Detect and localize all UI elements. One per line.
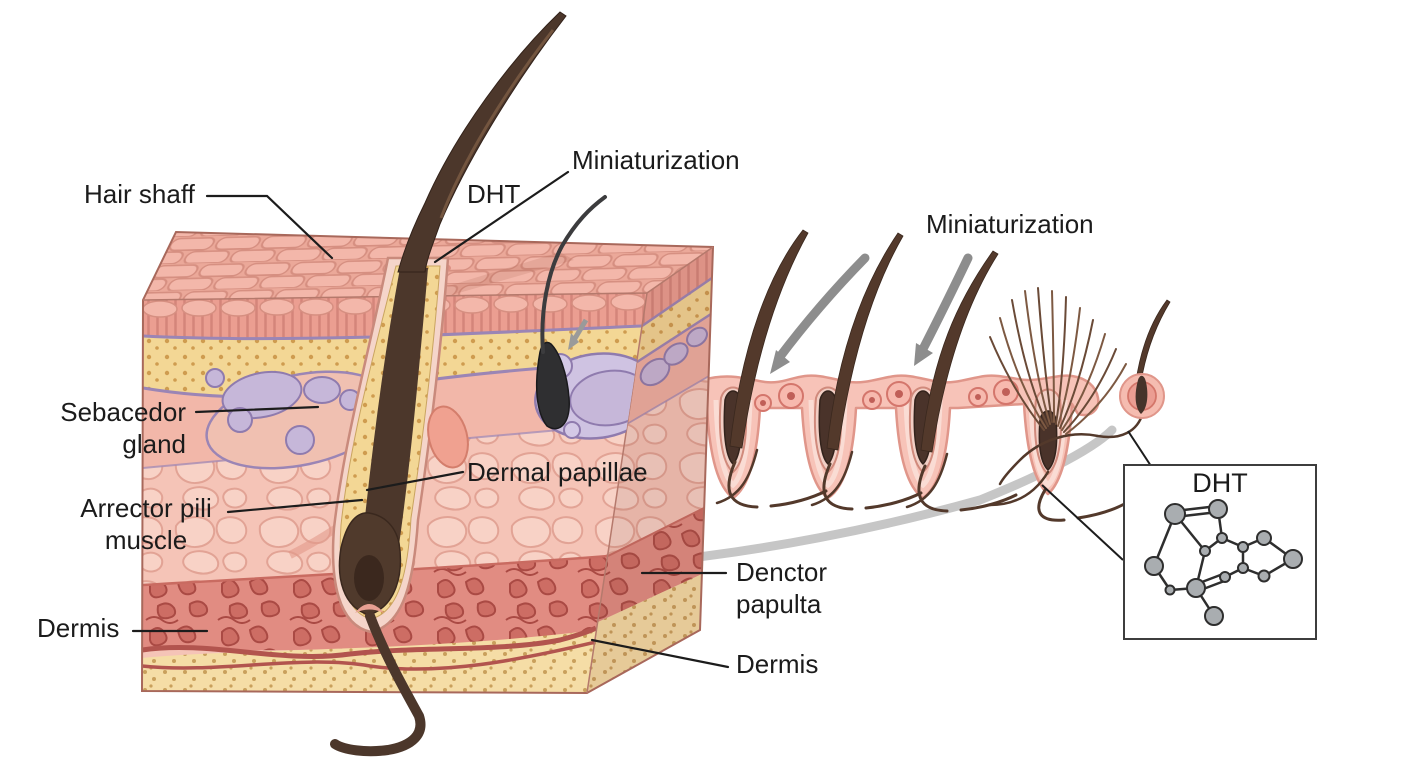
arrow-heads	[770, 343, 933, 374]
dht-molecule-callout	[1041, 430, 1317, 640]
dector-papula-label-line1: Denctor	[736, 557, 828, 587]
dermal-papillae-label: Dermal papillae	[467, 456, 648, 488]
smallest-follicle	[1119, 373, 1165, 419]
leader-sebaceous-gland	[194, 405, 320, 414]
miniaturized-hair	[540, 195, 607, 354]
dht-box-title-text: DHT	[1192, 468, 1248, 498]
skin-block	[140, 195, 715, 695]
dermis-vessel	[142, 625, 598, 659]
arrector-pili-label: Arrector pili muscle	[60, 492, 232, 556]
miniaturization-arrows	[770, 253, 973, 374]
miniaturization-right-label: Miniaturization	[926, 208, 1094, 240]
hair-root-tail	[330, 611, 426, 757]
dermis-left-label-text: Dermis	[37, 613, 120, 643]
dht-top-label-text: DHT	[467, 179, 521, 209]
leader-miniaturization-top	[433, 170, 570, 264]
dector-papula-label: Denctor papulta	[736, 556, 827, 620]
leader-dermal-papillae	[365, 470, 465, 492]
dermis-right-label: Dermis	[736, 648, 818, 680]
sebaceous-gland-label-line1: Sebacedor	[60, 397, 186, 427]
dht-box-title: DHT	[1124, 468, 1316, 499]
hair-shaft-art	[330, 11, 567, 757]
leader-hair-shaft	[205, 194, 334, 260]
miniaturization-right-label-text: Miniaturization	[926, 209, 1094, 239]
strip-sebaceous-circles	[754, 379, 1019, 412]
miniaturizing-follicle-strip	[701, 229, 1171, 522]
arrector-pili-label-line2: muscle	[104, 525, 188, 555]
gland-duct-blob	[427, 405, 469, 469]
miniaturization-top-label-text: Miniaturization	[572, 145, 740, 175]
miniaturized-follicle-bulb	[535, 341, 570, 430]
miniaturization-top-label: Miniaturization	[572, 144, 740, 176]
arrector-pili-label-line1: Arrector pili	[80, 493, 212, 523]
dermal-papilla-art	[355, 604, 384, 613]
side-sebaceous-blobs	[639, 326, 708, 387]
strip-hair-shafts	[729, 229, 1171, 453]
pocket-inner-rims	[713, 399, 1068, 489]
dht-entry-arrow-icon	[568, 318, 589, 350]
skin-side-face	[587, 247, 713, 693]
leader-arrector-pili	[226, 498, 364, 514]
hair-shaft-label: Hair shaff	[84, 178, 195, 210]
label-leader-lines	[131, 170, 730, 669]
dermis-right-label-text: Dermis	[736, 649, 819, 679]
leader-dermis-right	[590, 638, 730, 669]
progression-swoosh-curve	[647, 425, 1117, 567]
hair-shaft-label-text: Hair shaff	[84, 179, 195, 209]
callout-leader-lines	[1041, 430, 1152, 561]
block-outline	[140, 230, 715, 695]
dht-molecule-atoms	[1144, 499, 1303, 626]
sebaceous-gland-label-line2: gland	[122, 429, 186, 459]
miniaturized-hair-tuft	[989, 287, 1127, 435]
dht-shadow-streak	[432, 252, 574, 296]
dermis-left-label: Dermis	[37, 612, 119, 644]
dht-top-label: DHT	[467, 178, 520, 210]
dermal-papillae-label-text: Dermal papillae	[467, 457, 648, 487]
sebaceous-gland-label: Sebacedor gland	[56, 396, 186, 460]
dector-papula-label-line2: papulta	[736, 589, 822, 619]
